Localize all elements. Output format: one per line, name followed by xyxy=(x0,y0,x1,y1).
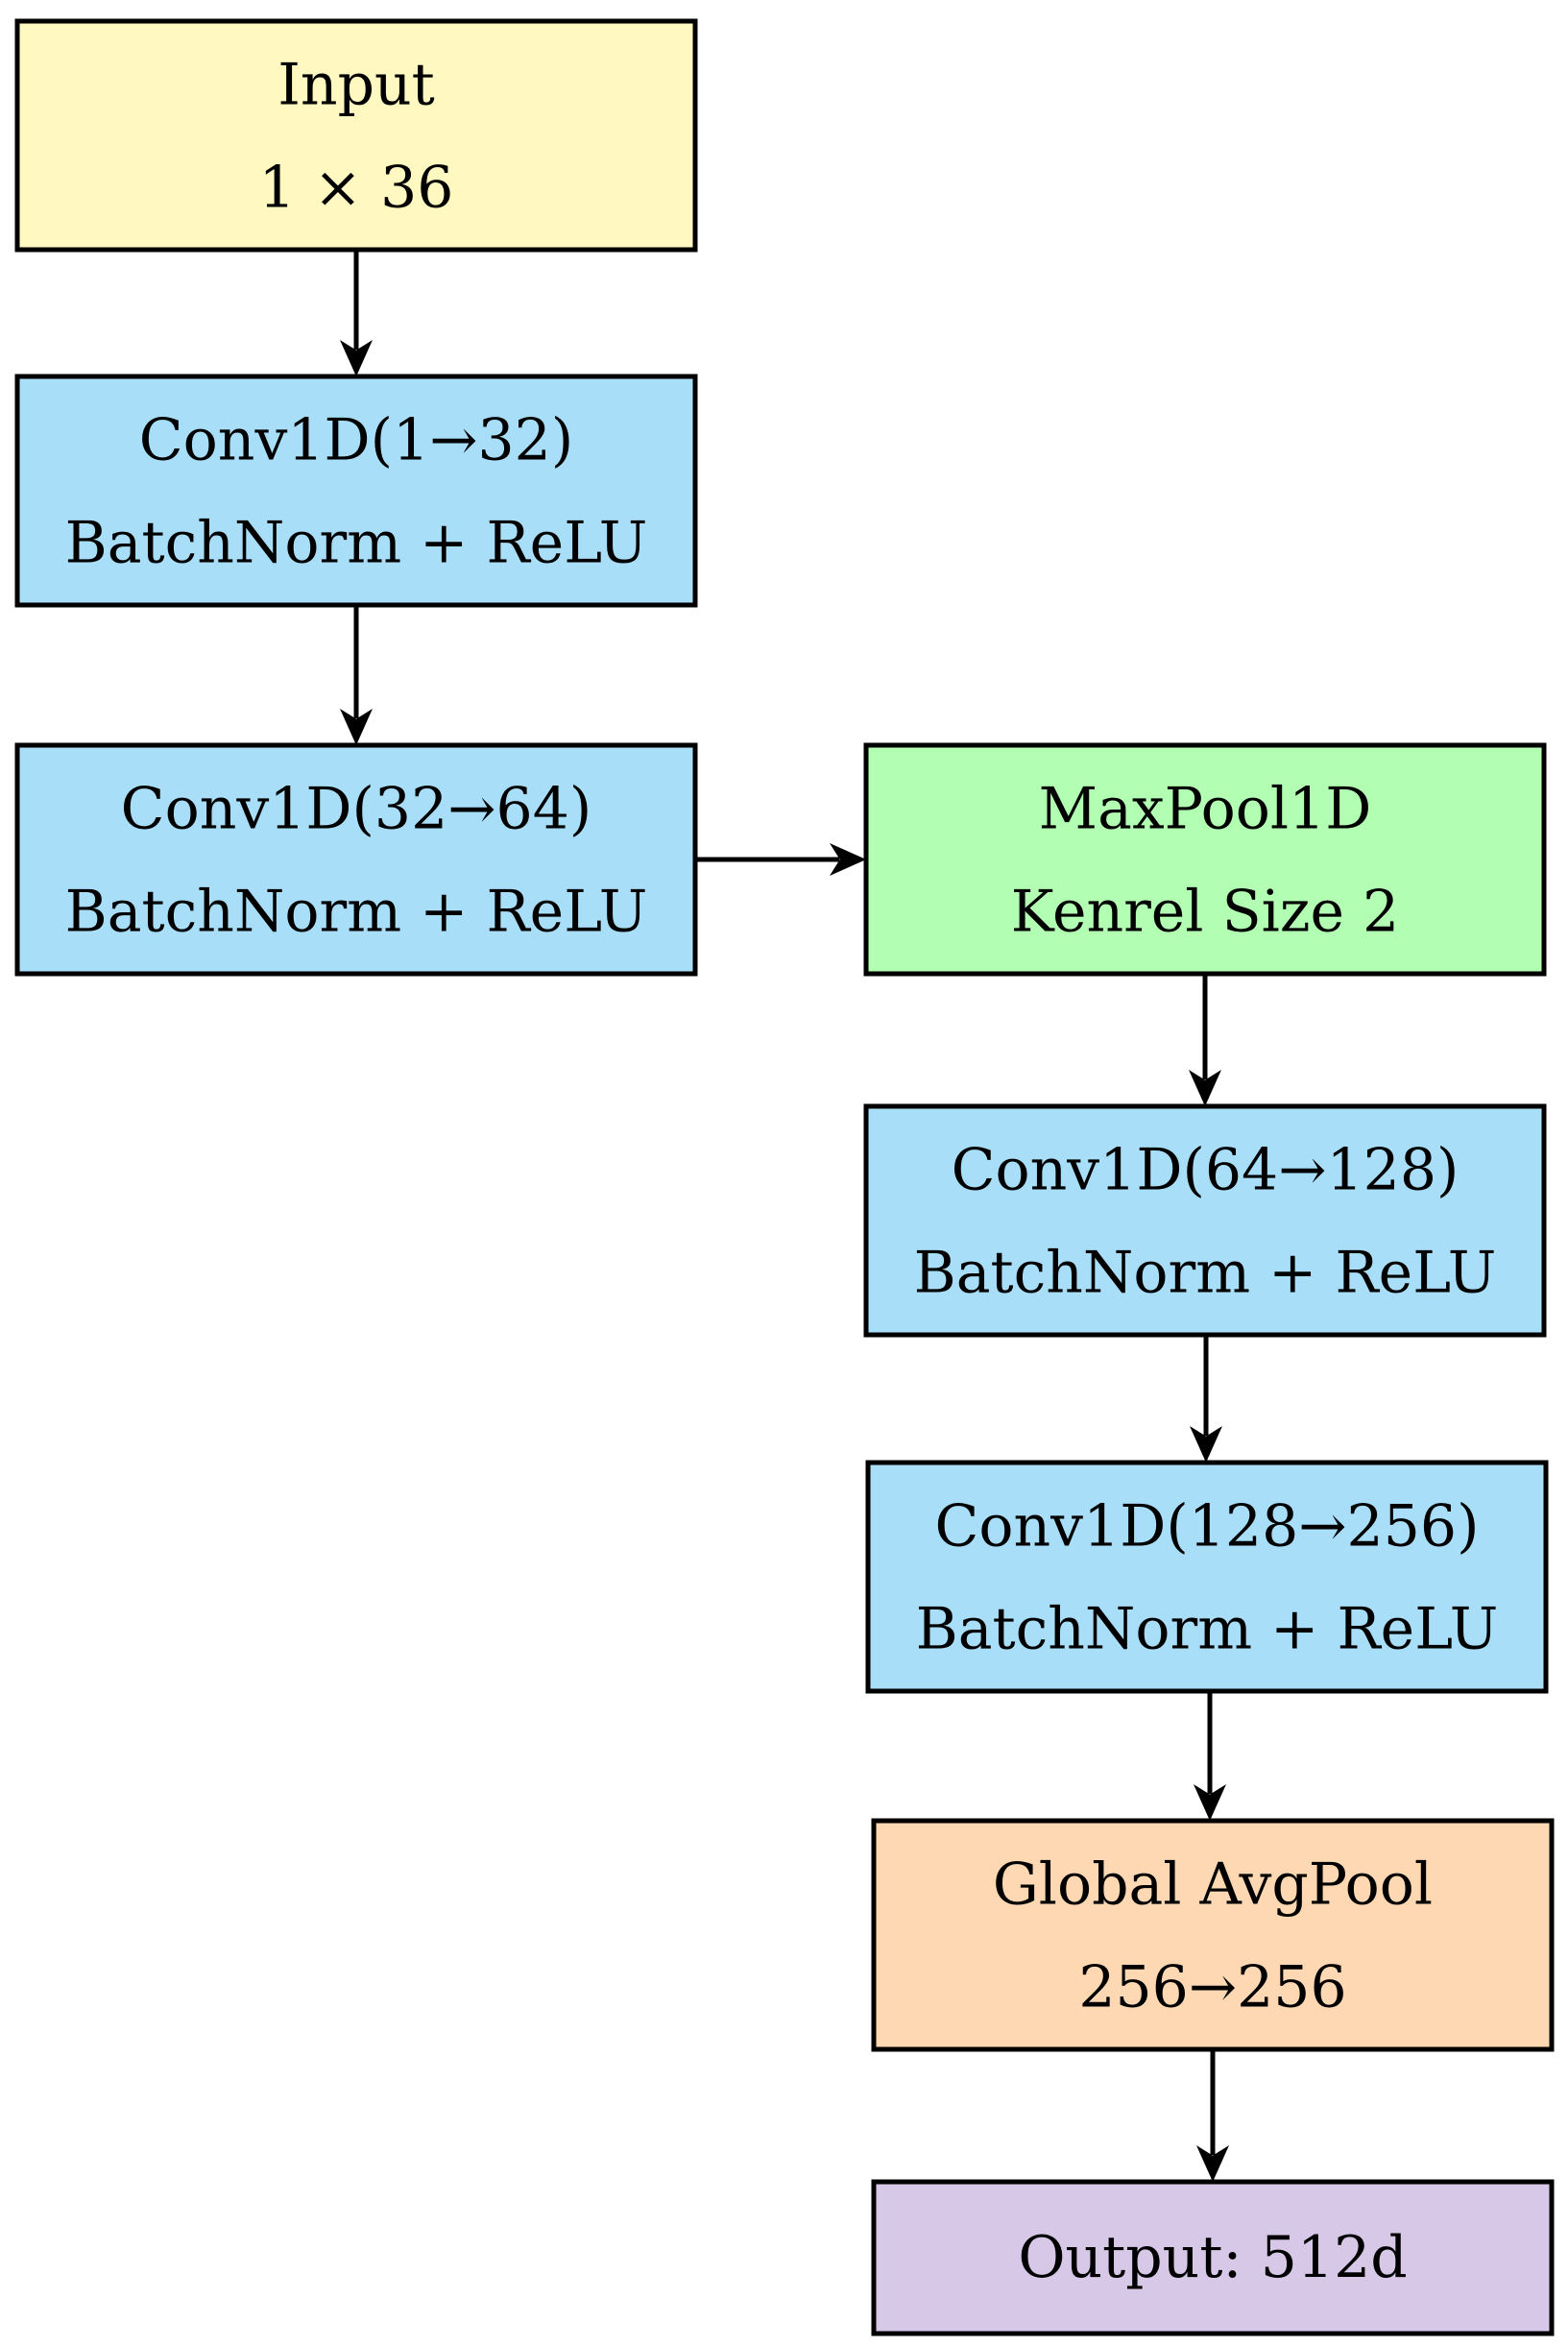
arrow-maxpool-to-conv3 xyxy=(1189,974,1221,1106)
node-conv1d-1-32-box xyxy=(14,374,698,608)
node-input-title: Input xyxy=(277,52,435,119)
node-input: Input 1 × 36 xyxy=(14,18,698,253)
node-output: Output: 512d xyxy=(871,2179,1555,2336)
node-global-avgpool-subtitle: 256→256 xyxy=(1078,1954,1346,2021)
node-conv1d-128-256: Conv1D(128→256) BatchNorm + ReLU xyxy=(865,1460,1549,1694)
node-conv1d-64-128: Conv1D(64→128) BatchNorm + ReLU xyxy=(863,1103,1547,1338)
node-maxpool1d: MaxPool1D Kenrel Size 2 xyxy=(863,742,1547,977)
arrow-head xyxy=(1194,1784,1226,1821)
arrow-conv1-to-conv2 xyxy=(340,605,373,745)
node-conv1d-1-32: Conv1D(1→32) BatchNorm + ReLU xyxy=(14,374,698,608)
arrow-conv4-to-gap xyxy=(1194,1691,1226,1821)
node-conv1d-128-256-box xyxy=(865,1460,1549,1694)
node-conv1d-1-32-subtitle: BatchNorm + ReLU xyxy=(65,510,648,577)
node-conv1d-128-256-title: Conv1D(128→256) xyxy=(935,1493,1480,1561)
node-maxpool1d-title: MaxPool1D xyxy=(1039,776,1372,843)
node-conv1d-64-128-subtitle: BatchNorm + ReLU xyxy=(914,1240,1497,1307)
node-conv1d-64-128-box xyxy=(863,1103,1547,1338)
node-global-avgpool-title: Global AvgPool xyxy=(993,1851,1433,1919)
edges-layer xyxy=(340,250,1229,2182)
node-conv1d-32-64-title: Conv1D(32→64) xyxy=(121,776,592,843)
node-global-avgpool-box xyxy=(871,1818,1555,2052)
node-maxpool1d-subtitle: Kenrel Size 2 xyxy=(1011,879,1399,946)
arrow-head xyxy=(340,340,373,376)
node-conv1d-32-64: Conv1D(32→64) BatchNorm + ReLU xyxy=(14,742,698,977)
arrow-conv3-to-conv4 xyxy=(1190,1335,1222,1463)
node-conv1d-32-64-subtitle: BatchNorm + ReLU xyxy=(65,879,648,946)
node-input-subtitle: 1 × 36 xyxy=(259,155,454,222)
node-output-box xyxy=(871,2179,1555,2336)
arrow-head xyxy=(340,709,373,745)
arrow-head xyxy=(1189,1070,1221,1106)
node-conv1d-64-128-title: Conv1D(64→128) xyxy=(952,1137,1459,1204)
arrow-conv2-to-maxpool xyxy=(695,843,866,876)
arrow-gap-to-output xyxy=(1196,2049,1229,2182)
node-conv1d-32-64-box xyxy=(14,742,698,977)
node-input-box xyxy=(14,18,698,253)
node-output-title: Output: 512d xyxy=(1018,2224,1407,2291)
node-conv1d-128-256-subtitle: BatchNorm + ReLU xyxy=(916,1596,1499,1663)
arrow-head xyxy=(1196,2145,1229,2182)
arrow-head xyxy=(1190,1426,1222,1463)
node-conv1d-1-32-title: Conv1D(1→32) xyxy=(139,407,573,474)
arrow-input-to-conv1 xyxy=(340,250,373,376)
arrow-head xyxy=(830,843,866,876)
node-maxpool1d-box xyxy=(863,742,1547,977)
node-global-avgpool: Global AvgPool 256→256 xyxy=(871,1818,1555,2052)
